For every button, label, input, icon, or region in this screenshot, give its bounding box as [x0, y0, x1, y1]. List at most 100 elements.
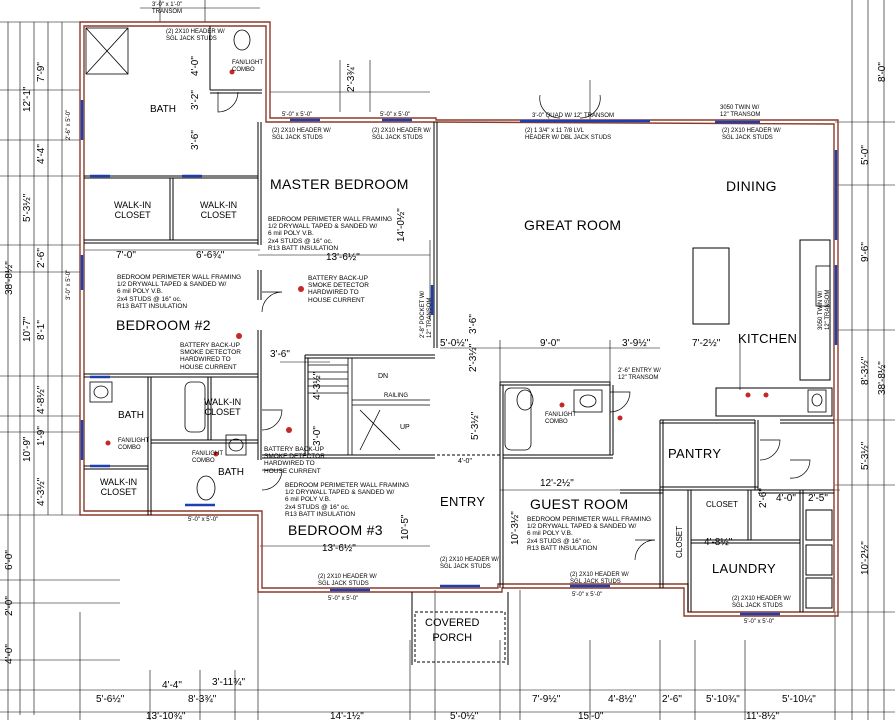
stair-dn-label: DN	[378, 373, 389, 380]
dim-bottom-4-4: 4'-4"	[162, 680, 182, 691]
room-label-bedroom-2: BEDROOM #2	[116, 317, 211, 333]
dim-10-3-half: 10'-3½"	[510, 511, 521, 545]
dim-left-4-3-half: 4'-3½"	[36, 477, 47, 506]
dim-10-5: 10'-5"	[400, 514, 411, 540]
dim-left-1-9: 1'-9"	[36, 426, 47, 446]
dim-right-38-8-half: 38'-8½"	[877, 361, 888, 395]
note-fan-light-master: FAN/LIGHT COMBO	[232, 60, 264, 73]
dim-14-0-half: 14'-0½"	[396, 208, 407, 242]
note-pocket-door: 2'-8" POCKET W/ 12" TRANSOM	[420, 290, 433, 338]
dim-3-6: 3'-6"	[270, 349, 290, 360]
dim-right-8-0: 8'-0"	[877, 62, 888, 82]
dim-left-8-1: 8'-1"	[36, 320, 47, 340]
window-5050-b: 5'-0" x 5'-0"	[380, 112, 411, 118]
dim-7-2-half: 7'-2½"	[692, 338, 721, 349]
smoke-detectors	[105, 69, 769, 457]
room-label-bath-2: BATH	[118, 410, 144, 421]
room-label-great-room: GREAT ROOM	[524, 217, 622, 233]
dim-left-12-1: 12'-1"	[22, 86, 33, 112]
dim-bottom-5-10-3q: 5'-10¾"	[706, 694, 740, 705]
dim-right-8-3-half: 8'-3½"	[860, 356, 871, 385]
note-wall-framing-bedroom-2: BEDROOM PERIMETER WALL FRAMING 1/2 DRYWA…	[117, 274, 242, 310]
dim-4-3-half: 4'-3½"	[312, 371, 323, 400]
note-quad-transom: 3'-0" QUAD W/ 12" TRANSOM	[532, 113, 614, 119]
note-header-top-left: (2) 2X10 HEADER W/ SGL JACK STUDS	[272, 128, 331, 141]
dim-5-3-half: 5'-3½"	[470, 411, 481, 440]
note-entry-door: 2'-6" ENTRY W/ 12" TRANSOM	[618, 368, 661, 381]
note-header-bedroom-3: (2) 2X10 HEADER W/ SGL JACK STUDS	[318, 574, 377, 587]
room-label-walkin-closet-4: WALK-IN CLOSET	[100, 477, 138, 497]
dim-13-6-half-b: 13'-6½"	[322, 543, 356, 554]
note-smoke-bedroom-2: BATTERY BACK-UP SMOKE DETECTOR HARDWIRED…	[180, 342, 241, 371]
note-wall-framing-bedroom-3: BEDROOM PERIMETER WALL FRAMING 1/2 DRYWA…	[285, 482, 410, 518]
room-label-dining: DINING	[726, 178, 777, 194]
dim-bottom-2-6: 2'-6"	[662, 694, 682, 705]
room-label-walkin-closet-1: WALK-IN CLOSET	[114, 200, 152, 220]
window-3050: 3'-0" x 5'-0"	[66, 269, 72, 300]
dim-9-0: 9'-0"	[540, 338, 560, 349]
door-swings	[217, 91, 811, 561]
dim-3-0: 3'-0"	[312, 426, 323, 446]
window-5050-d: 5'-0" x 5'-0"	[572, 592, 603, 598]
room-label-closet-b: CLOSET	[675, 525, 684, 558]
dim-left-5-3-half: 5'-3½"	[22, 193, 33, 222]
dim-left-2-6: 2'-6"	[36, 248, 47, 268]
dim-3-6-c: 3'-6"	[468, 314, 479, 334]
dim-3-9-half: 3'-9½"	[622, 338, 651, 349]
window-5050-c: 5'-0" x 5'-0"	[328, 596, 359, 602]
dim-right-5-0: 5'-0"	[860, 145, 871, 165]
note-header-dining: (2) 2X10 HEADER W/ SGL JACK STUDS	[722, 128, 781, 141]
room-label-laundry: LAUNDRY	[712, 561, 776, 576]
dim-bottom-14-1-half: 14'-1½"	[330, 711, 364, 722]
room-label-covered-porch: COVERED PORCH	[425, 617, 480, 644]
dim-left-6-0: 6'-0"	[4, 550, 15, 570]
window-5050-a: 5'-0" x 5'-0"	[282, 112, 313, 118]
note-header-great-room: (2) 1 3/4" x 11 7/8 LVL HEADER W/ DBL JA…	[525, 128, 612, 141]
room-label-closet-a: CLOSET	[706, 500, 739, 509]
dim-4-0-entry: 4'-0"	[458, 458, 472, 465]
note-fan-light-bath-2: FAN/LIGHT COMBO	[118, 438, 150, 451]
dim-bottom-8-3-3q: 8'-3¾"	[188, 694, 217, 705]
note-transom-top: 3'-0" x 1'-0" TRANSOM	[152, 2, 183, 15]
room-label-pantry: PANTRY	[668, 446, 722, 461]
note-header-laundry: (2) 2X10 HEADER W/ SGL JACK STUDS	[732, 596, 791, 609]
dim-2-6-c: 2'-6"	[758, 488, 769, 508]
note-header-top-mid: (2) 2X10 HEADER W/ SGL JACK STUDS	[372, 128, 431, 141]
dim-4-8-half: 4'-8½"	[704, 537, 733, 548]
room-label-entry: ENTRY	[440, 494, 486, 509]
room-label-bath-3: BATH	[218, 467, 244, 478]
note-header-bath-top: (2) 2X10 HEADER W/ SGL JACK STUDS	[166, 29, 225, 42]
note-twin-transom-top: 3050 TWIN W/ 12" TRANSOM	[720, 105, 761, 118]
dim-bottom-5-10-3q-b: 5'-10¼"	[782, 694, 816, 705]
room-label-bedroom-3: BEDROOM #3	[288, 522, 383, 538]
window-5050-f: 5'-0" x 5'-0"	[188, 517, 219, 523]
dim-3-6-b: 3'-6"	[190, 130, 201, 150]
dim-bottom-3-11-3q: 3'-11¾"	[212, 677, 246, 688]
stairs	[308, 358, 430, 455]
dim-left-10-9: 10'-9"	[22, 436, 33, 462]
room-label-master-bedroom: MASTER BEDROOM	[270, 176, 409, 192]
dim-right-10-2-half: 10'-2½"	[860, 541, 871, 575]
note-smoke-bedroom-3: BATTERY BACK-UP SMOKE DETECTOR HARDWIRED…	[264, 446, 325, 475]
dim-right-5-3-half: 5'-3½"	[860, 441, 871, 470]
note-header-guest: (2) 2X10 HEADER W/ SGL JACK STUDS	[570, 572, 629, 585]
dim-left-4-8-half: 4'-8½"	[36, 385, 47, 414]
dim-left-4-0: 4'-0"	[4, 644, 15, 664]
note-wall-framing-master: BEDROOM PERIMETER WALL FRAMING 1/2 DRYWA…	[268, 216, 393, 252]
windows	[80, 100, 838, 616]
dim-13-6-half-a: 13'-6½"	[326, 252, 360, 263]
stair-up-label: UP	[400, 424, 410, 431]
plumbing-fixtures	[85, 27, 831, 501]
note-fan-light-guest: FAN/LIGHT COMBO	[545, 412, 577, 425]
dim-left-2-0: 2'-0"	[4, 596, 15, 616]
room-label-kitchen: KITCHEN	[738, 331, 798, 346]
dim-bottom-11-8-half: 11'-8½"	[746, 711, 780, 722]
dim-3-2: 3'-2"	[190, 90, 201, 110]
room-label-bath-master: BATH	[150, 104, 176, 115]
dim-bottom-15-0: 15'-0"	[578, 711, 604, 722]
dim-bottom-13-10-3q: 13'-10¾"	[146, 711, 186, 722]
note-smoke-master: BATTERY BACK-UP SMOKE DETECTOR HARDWIRED…	[308, 275, 369, 304]
dim-left-38-8-half: 38'-8½"	[4, 261, 15, 295]
dim-6-6-3q: 6'-6¾"	[196, 250, 225, 261]
